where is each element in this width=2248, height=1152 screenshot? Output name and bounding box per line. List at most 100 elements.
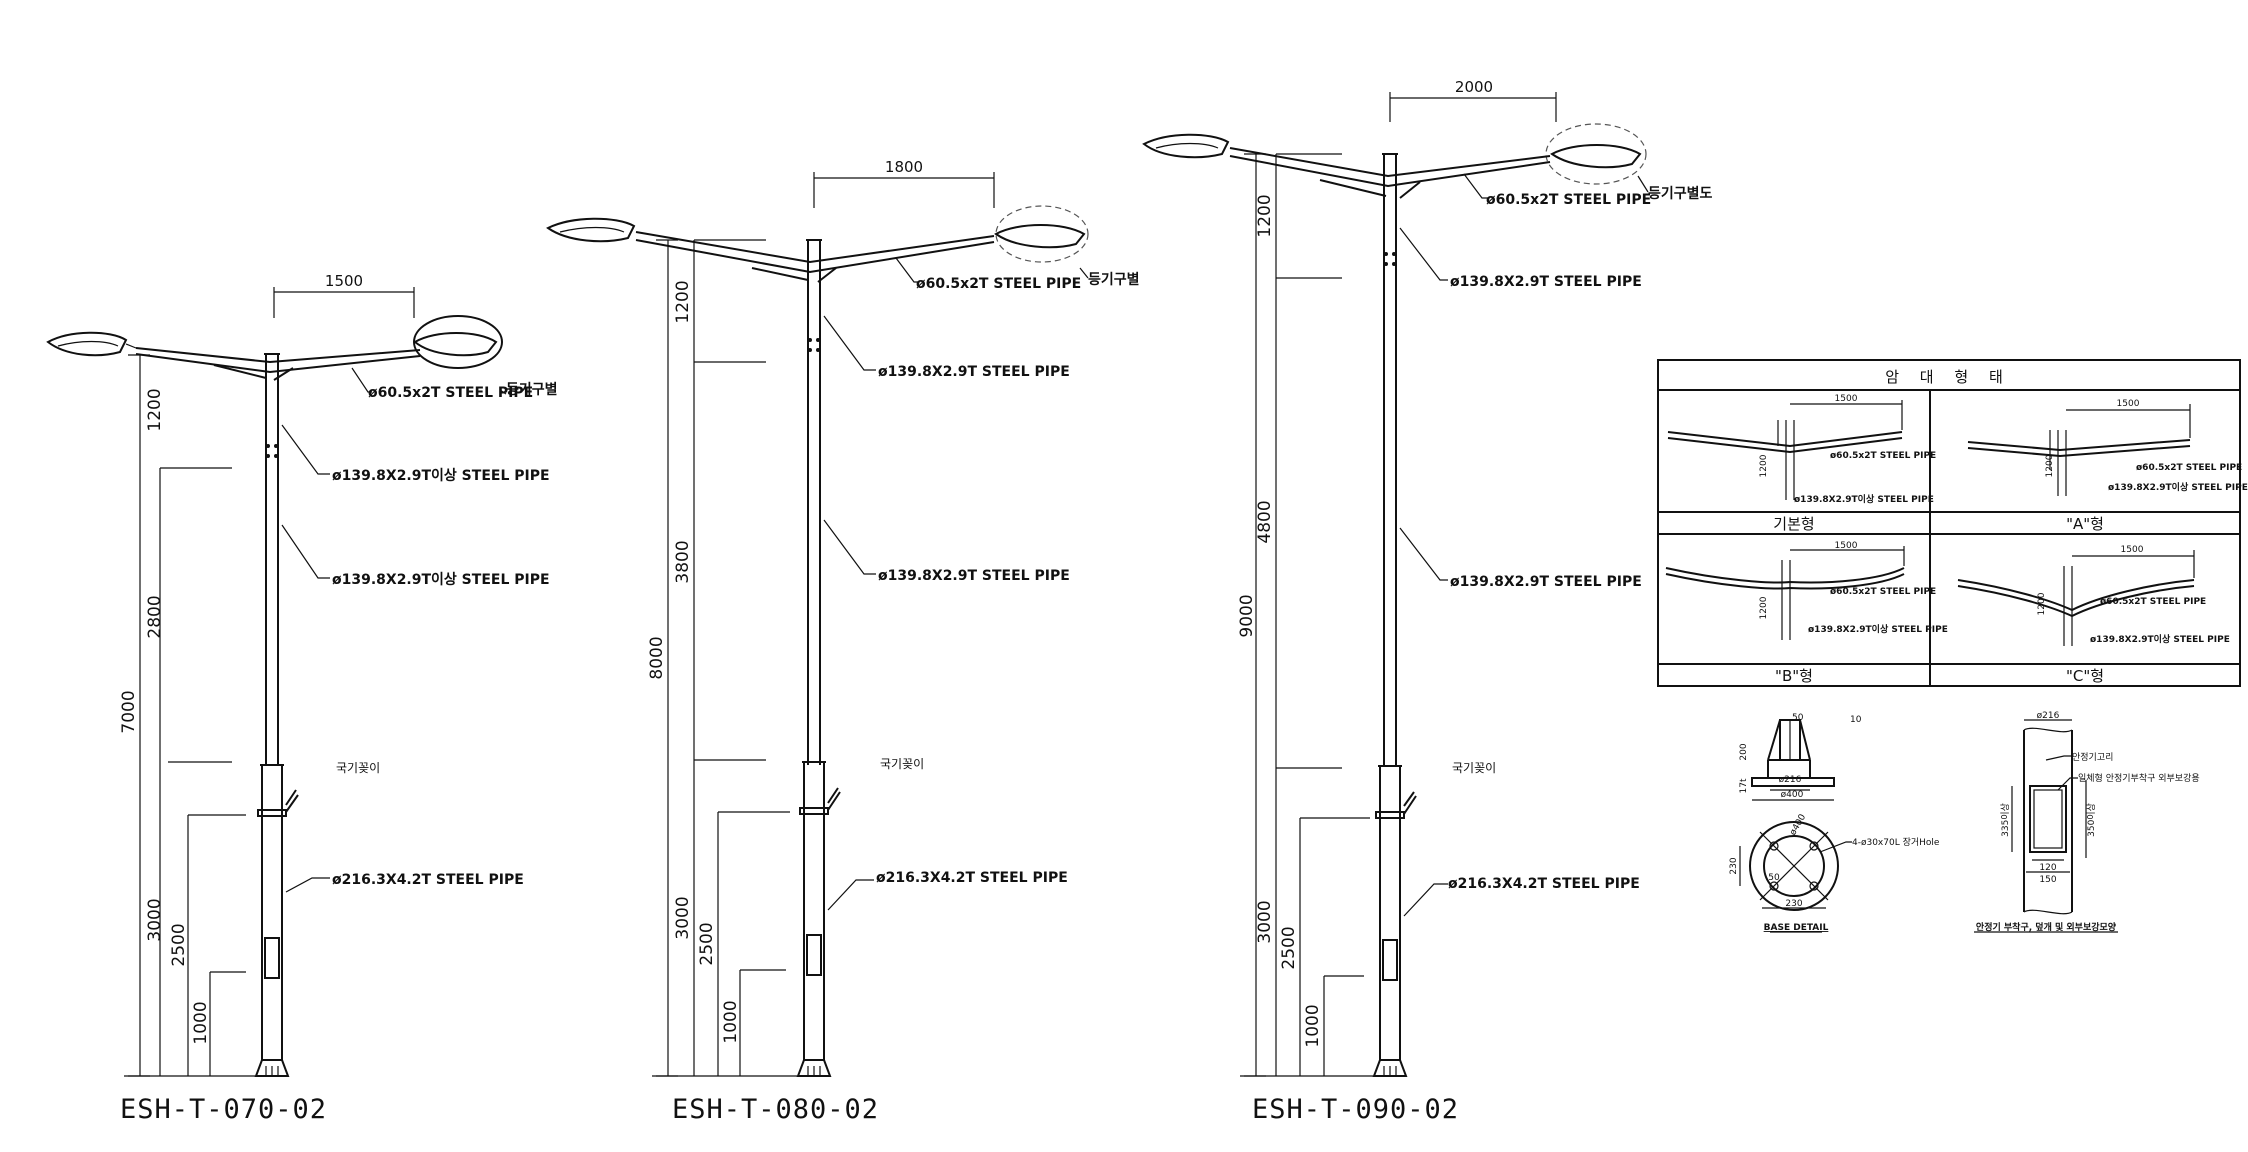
arm-span-080: 1800 xyxy=(885,158,923,176)
svg-text:ø60.5x2T STEEL PIPE: ø60.5x2T STEEL PIPE xyxy=(2136,463,2242,473)
arm-caption-b: "B"형 xyxy=(1775,667,1813,685)
base-detail-title: BASE DETAIL xyxy=(1764,923,1829,933)
svg-text:50: 50 xyxy=(1768,873,1780,883)
svg-text:ø139.8X2.9T이상 STEEL PIPE: ø139.8X2.9T이상 STEEL PIPE xyxy=(2108,481,2248,493)
lamp-right-icon xyxy=(994,205,1089,263)
door-detail-title: 안정기 부착구, 덮개 및 외부보강모양 xyxy=(1976,921,2117,933)
arm-cell-b: 1500 1200 ø60.5x2T STEEL PIPE ø139.8X2.9… xyxy=(1665,541,1948,685)
dim-base-070: 3000 xyxy=(145,898,165,941)
svg-text:ø400: ø400 xyxy=(1781,790,1804,800)
dim-flag-090: 2500 xyxy=(1279,926,1299,969)
pole-code-070: ESH-T-070-02 xyxy=(120,1094,327,1125)
svg-text:일체형 안정기부착구 외부보강용: 일체형 안정기부착구 외부보강용 xyxy=(2078,772,2200,784)
svg-text:1200: 1200 xyxy=(1759,454,1769,477)
svg-text:1500: 1500 xyxy=(1835,394,1858,404)
svg-text:1200: 1200 xyxy=(1759,596,1769,619)
svg-text:120: 120 xyxy=(2039,863,2056,873)
lamp-note-080: 등기구별 xyxy=(1088,271,1140,288)
svg-text:1500: 1500 xyxy=(2121,545,2144,555)
pole-esh-t-080-02: 8000 1200 3800 3000 2500 1000 1800 ø60.5… xyxy=(546,158,1140,1125)
svg-text:1500: 1500 xyxy=(1835,541,1858,551)
dim-door-090: 1000 xyxy=(1303,1004,1323,1047)
svg-text:1500: 1500 xyxy=(2117,399,2140,409)
arm-caption-basic: 기본형 xyxy=(1773,515,1814,533)
pole-code-080: ESH-T-080-02 xyxy=(672,1094,879,1125)
svg-text:50: 50 xyxy=(1792,713,1804,723)
lower-pipe-070: ø216.3X4.2T STEEL PIPE xyxy=(332,872,524,888)
flag-holder-090: 국기꽂이 xyxy=(1452,761,1496,775)
dim-mid-070: 2800 xyxy=(145,595,165,638)
arm-caption-a: "A"형 xyxy=(2066,515,2104,533)
arm-caption-c: "C"형 xyxy=(2066,667,2104,685)
upper-pipe-1-080: ø139.8X2.9T STEEL PIPE xyxy=(878,364,1070,380)
arm-cell-c: 1500 1200 ø60.5x2T STEEL PIPE ø139.8X2.9… xyxy=(1957,545,2230,685)
arm-pipe-label-070: ø60.5x2T STEEL PIPE xyxy=(368,385,533,401)
svg-text:ø216: ø216 xyxy=(1779,775,1802,785)
upper-pipe-2-090: ø139.8X2.9T STEEL PIPE xyxy=(1450,574,1642,590)
dim-total-080: 8000 xyxy=(647,636,667,679)
dim-base-090: 3000 xyxy=(1255,900,1275,943)
lower-pipe-080: ø216.3X4.2T STEEL PIPE xyxy=(876,870,1068,886)
dim-total-090: 9000 xyxy=(1237,594,1257,637)
arm-cell-a: 1500 1200 ø60.5x2T STEEL PIPE ø139.8X2.9… xyxy=(1967,399,2248,533)
flag-holder-070: 국기꽂이 xyxy=(336,761,380,775)
door-detail: ø216 안정기고리 일체형 안정기부착구 외부보강용 335이상 350이상 … xyxy=(1974,711,2200,933)
pole-esh-t-090-02: 9000 1200 4800 3000 2500 1000 2000 ø60.5… xyxy=(1142,78,1713,1125)
svg-text:ø139.8X2.9T이상 STEEL PIPE: ø139.8X2.9T이상 STEEL PIPE xyxy=(2090,633,2230,645)
pole-esh-t-070-02: 7000 1200 2800 3000 2500 1000 1500 ø60.5… xyxy=(46,272,558,1125)
dim-arm-drop-090: 1200 xyxy=(1255,194,1275,237)
pole-code-090: ESH-T-090-02 xyxy=(1252,1094,1459,1125)
dim-arm-drop-070: 1200 xyxy=(145,388,165,431)
svg-text:230: 230 xyxy=(1729,857,1739,874)
svg-text:4-ø30x70L 장거Hole: 4-ø30x70L 장거Hole xyxy=(1852,837,1940,848)
upper-pipe-2-080: ø139.8X2.9T STEEL PIPE xyxy=(878,568,1070,584)
arm-pipe-label-090: ø60.5x2T STEEL PIPE xyxy=(1486,192,1651,208)
upper-pipe-1-090: ø139.8X2.9T STEEL PIPE xyxy=(1450,274,1642,290)
lamp-left-icon xyxy=(46,331,137,357)
dim-mid-080: 3800 xyxy=(673,540,693,583)
svg-text:10: 10 xyxy=(1850,715,1862,725)
lamp-right-icon xyxy=(1545,123,1647,185)
dim-arm-drop-080: 1200 xyxy=(673,280,693,323)
svg-text:ø139.8X2.9T이상 STEEL PIPE: ø139.8X2.9T이상 STEEL PIPE xyxy=(1808,623,1948,635)
flag-holder-080: 국기꽂이 xyxy=(880,757,924,771)
upper-pipe-1-070: ø139.8X2.9T이상 STEEL PIPE xyxy=(332,467,550,484)
svg-text:230: 230 xyxy=(1785,899,1802,909)
svg-text:ø60.5x2T STEEL PIPE: ø60.5x2T STEEL PIPE xyxy=(1830,451,1936,461)
svg-text:150: 150 xyxy=(2039,875,2056,885)
svg-text:1200: 1200 xyxy=(2045,454,2055,477)
svg-text:ø216: ø216 xyxy=(2037,711,2060,721)
svg-text:1200: 1200 xyxy=(2037,592,2047,615)
dim-door-070: 1000 xyxy=(191,1001,211,1044)
upper-pipe-2-070: ø139.8X2.9T이상 STEEL PIPE xyxy=(332,571,550,588)
svg-text:350이상: 350이상 xyxy=(2086,803,2097,837)
arm-span-090: 2000 xyxy=(1455,78,1493,96)
lower-pipe-090: ø216.3X4.2T STEEL PIPE xyxy=(1448,876,1640,892)
lamp-right-icon xyxy=(413,315,503,369)
dim-flag-070: 2500 xyxy=(169,923,189,966)
dim-base-080: 3000 xyxy=(673,896,693,939)
svg-text:ø400: ø400 xyxy=(1788,812,1808,837)
svg-text:17t: 17t xyxy=(1739,778,1749,793)
dim-total-070: 7000 xyxy=(119,690,139,733)
dim-flag-080: 2500 xyxy=(697,922,717,965)
lamp-note-070: 등기구별 xyxy=(506,381,558,398)
dim-door-080: 1000 xyxy=(721,1000,741,1043)
lamp-left-icon xyxy=(1142,133,1230,159)
svg-text:ø60.5x2T STEEL PIPE: ø60.5x2T STEEL PIPE xyxy=(1830,587,1936,597)
svg-text:안정기고리: 안정기고리 xyxy=(2072,752,2113,763)
dim-mid-090: 4800 xyxy=(1255,500,1275,543)
base-detail: 50 10 200 17t ø216 ø400 ø400 230 230 50 … xyxy=(1729,713,1940,933)
svg-text:ø60.5x2T STEEL PIPE: ø60.5x2T STEEL PIPE xyxy=(2100,597,2206,607)
arm-pipe-label-080: ø60.5x2T STEEL PIPE xyxy=(916,276,1081,292)
arm-cell-basic: 1500 1200 ø60.5x2T STEEL PIPE ø139.8X2.9… xyxy=(1667,394,1936,533)
arm-span-070: 1500 xyxy=(325,272,363,290)
lamp-left-icon xyxy=(546,217,636,243)
svg-text:335이상: 335이상 xyxy=(2000,803,2011,837)
arm-table-title: 암 대 형 태 xyxy=(1885,368,2011,386)
arm-type-table: 암 대 형 태 1500 1200 ø60.5x2T STEEL PIPE ø1… xyxy=(1657,359,2248,687)
svg-text:200: 200 xyxy=(1739,743,1749,760)
lamp-note-090: 등기구별도 xyxy=(1648,185,1713,202)
svg-text:ø139.8X2.9T이상 STEEL PIPE: ø139.8X2.9T이상 STEEL PIPE xyxy=(1794,493,1934,505)
